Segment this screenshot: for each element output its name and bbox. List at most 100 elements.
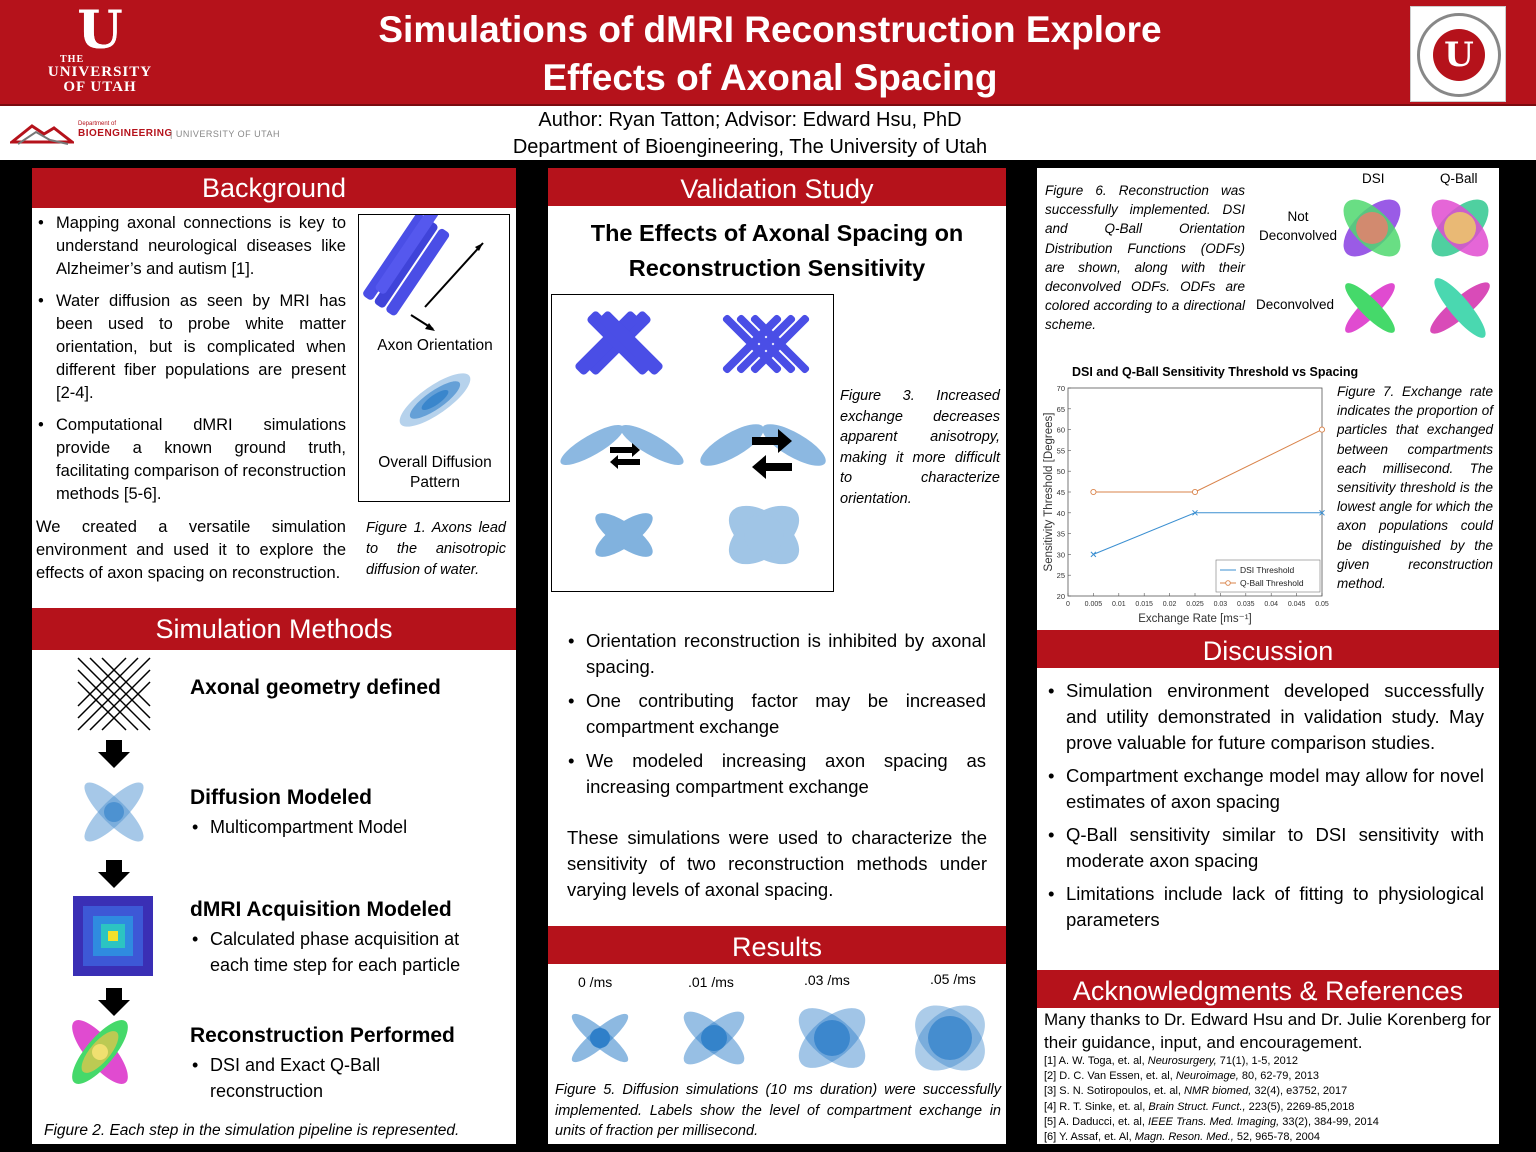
y-tick-label: 45 [1057, 488, 1065, 497]
method-step-2-title: Diffusion Modeled [190, 786, 372, 809]
simulation-methods-heading: Simulation Methods [32, 608, 516, 650]
qball-odf-icon [1431, 199, 1489, 257]
diffusion-cross-icon [84, 782, 144, 842]
data-point [1192, 509, 1198, 516]
x-tick-label: 0 [1066, 601, 1070, 608]
ack-heading: Acknowledgments & References [1037, 970, 1499, 1008]
figure-2-caption: Figure 2. Each step in the simulation pi… [44, 1122, 460, 1139]
chart-title: DSI and Q-Ball Sensitivity Threshold vs … [1072, 365, 1359, 379]
x-tick-label: 0.01 [1112, 601, 1126, 608]
reference-item: [3] S. N. Sotiropoulos, et. al, NMR biom… [1044, 1085, 1348, 1098]
discussion-heading: Discussion [1037, 630, 1499, 668]
legend-marker [1225, 580, 1231, 586]
axonal-grid-icon [77, 657, 151, 731]
fig6-col-dsi: DSI [1362, 171, 1385, 186]
x-tick-label: 0.04 [1264, 601, 1278, 608]
results-scatter-row [571, 1005, 985, 1071]
seal-u-icon: U [1433, 29, 1485, 81]
validation-bullet: Orientation reconstruction is inhibited … [566, 628, 986, 680]
reference-item: [2] D. C. Van Essen, et. al, Neuroimage,… [1044, 1070, 1319, 1083]
data-point [1191, 488, 1199, 496]
axon-orientation-label: Axon Orientation [377, 337, 493, 354]
logo-university: UNIVERSITY [47, 64, 153, 80]
results-label-0: 0 /ms [578, 974, 613, 990]
exchange-illustration [560, 311, 826, 565]
reference-item: [4] R. T. Sinke, et. al, Brain Struct. F… [1044, 1100, 1355, 1113]
y-axis-label: Sensitivity Threshold [Degrees] [1043, 413, 1055, 572]
data-point [1319, 509, 1325, 516]
method-step-3-bullet: Calculated phase acquisition at each tim… [190, 926, 500, 978]
x-tick-label: 0.05 [1315, 601, 1329, 608]
background-bullet: Water diffusion as seen by MRI has been … [36, 290, 346, 405]
bioe-name-label: BIOENGINEERING [78, 128, 173, 139]
bioengineering-logo: Department of BIOENGINEERING | UNIVERSIT… [7, 118, 290, 148]
logo-the: THE [60, 54, 85, 65]
validation-subtitle-line-2: Reconstruction Sensitivity [628, 255, 926, 281]
logo-of-utah: OF UTAH [63, 79, 137, 95]
title-line-2: Effects of Axonal Spacing [542, 57, 998, 98]
block-u-icon: U [77, 0, 123, 61]
ack-thanks: Many thanks to Dr. Edward Hsu and Dr. Ju… [1044, 1010, 1491, 1052]
x-tick-label: 0.025 [1186, 601, 1204, 608]
y-tick-label: 30 [1057, 550, 1065, 559]
scatter-05ms [915, 1005, 985, 1071]
x-tick-label: 0.02 [1163, 601, 1177, 608]
legend-label: DSI Threshold [1240, 565, 1294, 575]
background-bullets: Mapping axonal connections is key to und… [36, 212, 346, 506]
method-step-4-bullets: DSI and Exact Q-Ball reconstruction [190, 1052, 420, 1104]
method-step-2-bullets: Multicompartment Model [190, 814, 500, 840]
figure-6-caption: Figure 6. Reconstruction was successfull… [1045, 183, 1245, 333]
method-step-1-title: Axonal geometry defined [190, 676, 441, 699]
down-arrow-icon [98, 988, 130, 1016]
y-tick-label: 40 [1057, 509, 1065, 518]
k-space-icon [73, 896, 153, 976]
dsi-deconvolved-odf-icon [1345, 283, 1395, 333]
method-step-3-bullets: Calculated phase acquisition at each tim… [190, 926, 500, 978]
x-tick-label: 0.005 [1085, 601, 1103, 608]
validation-subtitle-line-1: The Effects of Axonal Spacing on [590, 220, 964, 246]
data-point [1090, 551, 1097, 558]
results-label-1: .01 /ms [688, 974, 734, 990]
y-tick-label: 65 [1057, 405, 1065, 414]
scatter-03ms [798, 1008, 866, 1068]
crossing-axons-low-spacing-icon [575, 311, 663, 375]
method-step-2-bullet: Multicompartment Model [190, 814, 500, 840]
discussion-bullet: Simulation environment developed success… [1046, 678, 1484, 756]
y-tick-label: 50 [1057, 467, 1065, 476]
university-of-utah-logo: U THE UNIVERSITY OF UTAH [30, 0, 170, 100]
legend-box [1215, 559, 1321, 593]
fig6-row-deconv: Deconvolved [1256, 297, 1335, 312]
method-step-4-title: Reconstruction Performed [190, 1024, 455, 1047]
scatter-01ms [683, 1011, 745, 1065]
x-axis-label: Exchange Rate [ms⁻¹] [1138, 613, 1251, 625]
reference-item: [6] Y. Assaf, et. Al, Magn. Reson. Med.,… [1044, 1131, 1321, 1144]
legend-label: Q-Ball Threshold [1240, 578, 1304, 588]
discussion-bullet: Limitations include lack of fitting to p… [1046, 881, 1484, 933]
x-tick-label: 0.03 [1214, 601, 1228, 608]
scatter-arc-left [560, 425, 684, 465]
dsi-odf-icon [1343, 199, 1401, 257]
title-line-1: Simulations of dMRI Reconstruction Explo… [378, 9, 1162, 50]
validation-subtitle: The Effects of Axonal Spacing on Reconst… [548, 216, 1006, 286]
pipeline-graphics [72, 657, 153, 1084]
validation-bullets: Orientation reconstruction is inhibited … [566, 628, 986, 800]
method-step-4-bullet: DSI and Exact Q-Ball reconstruction [190, 1052, 420, 1104]
x-tick-label: 0.045 [1288, 601, 1306, 608]
data-point [1318, 426, 1326, 433]
discussion-bullets: Simulation environment developed success… [1046, 678, 1484, 933]
validation-bullet: We modeled increasing axon spacing as in… [566, 748, 986, 800]
scatter-0ms [571, 1013, 629, 1063]
results-heading: Results [548, 926, 1006, 964]
y-tick-label: 70 [1057, 384, 1065, 393]
references-list: [1] A. W. Toga, et. al, Neurosurgery, 71… [1044, 1054, 1494, 1145]
y-tick-label: 60 [1057, 426, 1065, 435]
method-step-3-title: dMRI Acquisition Modeled [190, 898, 452, 921]
department-line: Department of Bioengineering, The Univer… [512, 136, 988, 158]
mountain-logo-icon [7, 124, 77, 145]
reference-item: [5] A. Daducci, et. al, IEEE Trans. Med.… [1044, 1115, 1379, 1128]
bioe-dept-label: Department of [78, 121, 117, 127]
poster-title: Simulations of dMRI Reconstruction Explo… [300, 6, 1240, 102]
discussion-bullet: Q-Ball sensitivity similar to DSI sensit… [1046, 822, 1484, 874]
data-point [1090, 488, 1097, 496]
